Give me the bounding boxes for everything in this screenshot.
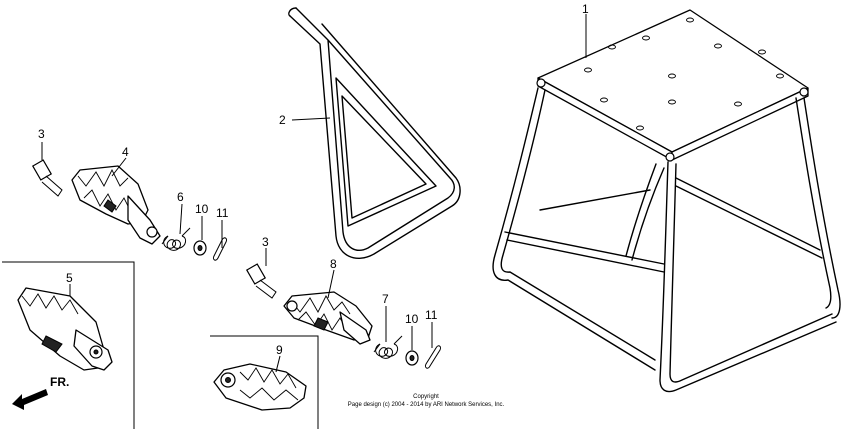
footpeg-part-8 <box>283 291 373 345</box>
spring-part-7 <box>373 335 403 359</box>
triangle-stand-part-2 <box>288 7 461 259</box>
callout-8: 8 <box>330 257 337 271</box>
spring-part-6 <box>161 227 191 251</box>
callout-10-upper: 10 <box>195 202 209 216</box>
callout-6: 6 <box>177 190 184 204</box>
callout-9: 9 <box>276 343 283 357</box>
bolt-part-3-lower <box>245 263 277 299</box>
stand-part-1 <box>492 9 841 393</box>
callout-3-upper: 3 <box>38 127 45 141</box>
callout-7: 7 <box>382 292 389 306</box>
washer-part-10-upper <box>193 240 207 256</box>
callout-4: 4 <box>122 145 129 159</box>
callout-labels: 1 2 3 4 6 10 11 5 3 8 7 10 11 9 <box>38 2 589 357</box>
fr-label: FR. <box>50 375 69 389</box>
callout-11-upper: 11 <box>216 206 229 220</box>
copyright-line-1: Copyright <box>413 394 439 400</box>
callout-5: 5 <box>66 271 73 285</box>
footpeg-part-4 <box>71 165 161 245</box>
inset-box-part-5 <box>2 261 135 429</box>
bolt-part-3-upper <box>31 159 63 197</box>
callout-3-lower: 3 <box>262 235 269 249</box>
cotter-pin-part-11-upper <box>213 237 227 261</box>
cotter-pin-part-11-lower <box>425 345 441 369</box>
copyright-notice: Copyright Page design (c) 2004 - 2014 by… <box>348 394 505 408</box>
callout-10-lower: 10 <box>405 312 419 326</box>
leader-lines <box>41 14 587 373</box>
callout-2: 2 <box>279 113 286 127</box>
callout-1: 1 <box>582 2 589 16</box>
washer-part-10-lower <box>405 350 419 366</box>
copyright-line-2: Page design (c) 2004 - 2014 by ARI Netwo… <box>348 402 505 408</box>
callout-11-lower: 11 <box>425 308 438 322</box>
front-direction-arrow: FR. <box>12 375 69 410</box>
inset-box-part-9 <box>210 335 319 429</box>
